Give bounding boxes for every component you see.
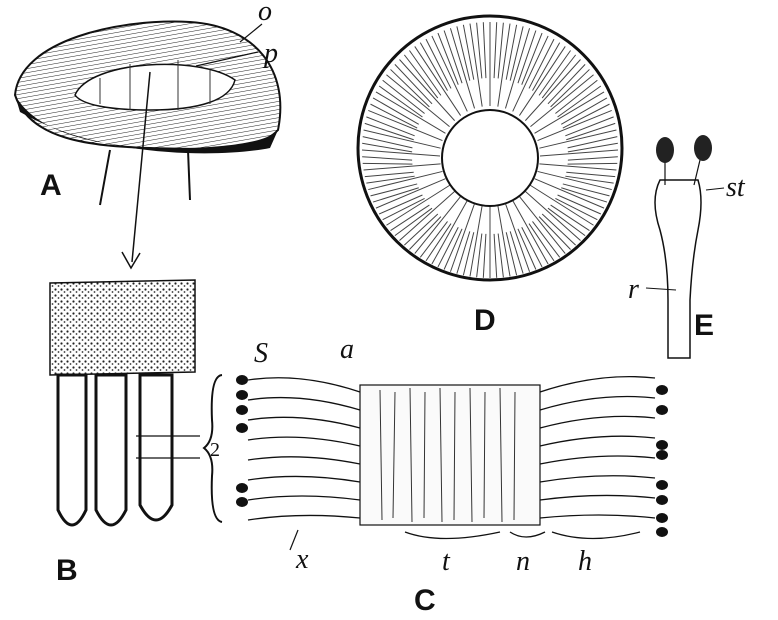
- callout-p: p: [262, 38, 278, 69]
- panel-label-e: E: [694, 309, 714, 342]
- callout-a: a: [340, 334, 354, 365]
- callout-t: t: [442, 546, 451, 577]
- callout-s: S: [254, 338, 268, 369]
- panel-label-a: A: [40, 169, 62, 202]
- callout-x: x: [295, 544, 309, 575]
- callout-r: r: [628, 274, 639, 305]
- callout-2: 2: [210, 439, 220, 461]
- figure-a-mushroom: [15, 22, 280, 268]
- callout-h: h: [578, 546, 592, 577]
- figure-b-gill-section: [50, 280, 222, 525]
- panel-label-b: B: [56, 554, 78, 587]
- callout-n: n: [516, 546, 530, 577]
- callout-o: o: [258, 0, 272, 27]
- figure-d-cap-underside: [358, 16, 622, 280]
- figure-c-hymenium: [236, 375, 668, 550]
- panel-label-c: C: [414, 584, 436, 617]
- callout-st: st: [726, 172, 746, 203]
- panel-label-d: D: [474, 304, 496, 337]
